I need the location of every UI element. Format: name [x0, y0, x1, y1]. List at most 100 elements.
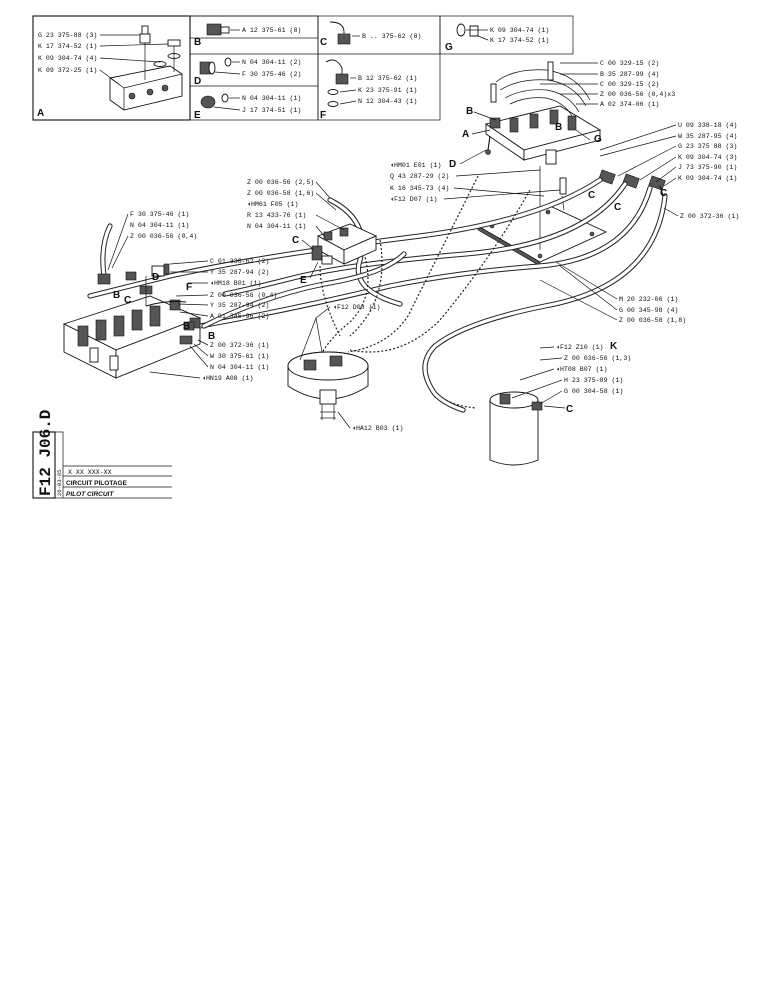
svg-text:N 12 304-43 (1): N 12 304-43 (1): [358, 98, 417, 105]
rotary-joint: [287, 351, 369, 420]
svg-text:F 30 375-46 (1): F 30 375-46 (1): [130, 211, 189, 218]
svg-text:B 35 287-99 (4): B 35 287-99 (4): [600, 71, 659, 78]
svg-text:C: C: [588, 190, 595, 201]
svg-text:◖HT08 B07 (1): ◖HT08 B07 (1): [556, 366, 607, 373]
inset-a-labels: G 23 375-88 (3) K 17 374-52 (1) K 09 304…: [37, 32, 169, 119]
svg-text:G: G: [594, 134, 602, 145]
svg-text:Y 35 287-94 (2): Y 35 287-94 (2): [210, 302, 269, 309]
svg-text:G 00 304-58 (1): G 00 304-58 (1): [564, 388, 623, 395]
svg-text:N 04 304-11 (1): N 04 304-11 (1): [210, 364, 269, 371]
callouts-bottom-right-b: ◖F12 Z10 (1) K Z 00 036-56 (1,3) ◖HT08 B…: [511, 341, 631, 415]
svg-text:◖F12 D08 (1): ◖F12 D08 (1): [333, 304, 380, 311]
svg-text:Z 00 036-56 (0,4): Z 00 036-56 (0,4): [130, 233, 197, 240]
svg-text:Z 00 036-56 (2,5): Z 00 036-56 (2,5): [247, 179, 314, 186]
svg-text:A: A: [37, 108, 44, 119]
svg-text:B: B: [113, 290, 120, 301]
title-en: PILOT CIRCUIT: [66, 491, 114, 498]
svg-text:◖HM18 B01 (1): ◖HM18 B01 (1): [210, 280, 261, 287]
svg-text:C: C: [660, 188, 667, 199]
svg-text:B: B: [555, 122, 562, 133]
inset-d: D N 04 304-11 (2) F 30 375-46 (2): [194, 57, 301, 87]
svg-text:D: D: [194, 76, 201, 87]
svg-text:C: C: [614, 202, 621, 213]
drawing-code: F12 J06.D: [37, 410, 55, 496]
svg-text:D: D: [152, 272, 159, 283]
callouts-bottom-right-a: M 20 232-06 (1) G 00 345-98 (4) Z 00 036…: [539, 261, 686, 324]
svg-text:Z 00 036-56 (0,4)x3: Z 00 036-56 (0,4)x3: [600, 91, 675, 98]
svg-text:F 30 375-46 (2): F 30 375-46 (2): [242, 71, 301, 78]
svg-text:◖HM01 E01 (1): ◖HM01 E01 (1): [390, 162, 441, 169]
svg-text:C: C: [292, 235, 299, 246]
svg-text:Z 00 372-36 (1): Z 00 372-36 (1): [680, 213, 739, 220]
inset-c: C B .. 375-62 (8): [320, 21, 421, 48]
svg-text:W 35 287-95 (4): W 35 287-95 (4): [678, 133, 737, 140]
svg-text:G 23 375-88 (3): G 23 375-88 (3): [38, 32, 97, 39]
svg-text:G: G: [445, 42, 453, 53]
svg-text:Z 00 036-56 (1,3): Z 00 036-56 (1,3): [564, 355, 631, 362]
svg-text:N 04 304-11 (1): N 04 304-11 (1): [247, 223, 306, 230]
svg-text:B .. 375-62 (8): B .. 375-62 (8): [362, 33, 421, 40]
callouts-left-low: Z 00 372-36 (1) W 30 375-61 (1) N 04 304…: [149, 339, 269, 382]
callouts-center-top: Z 00 036-56 (2,5) Z 00 036-58 (1,6) ◖HM6…: [247, 179, 345, 286]
left-fittings: [97, 263, 195, 331]
svg-text:◖HN19 A08 (1): ◖HN19 A08 (1): [202, 375, 253, 382]
svg-text:K 09 304-74 (1): K 09 304-74 (1): [678, 175, 737, 182]
title-fr: CIRCUIT PILOTAGE: [66, 480, 128, 487]
svg-text:F: F: [320, 110, 326, 121]
svg-text:Y 35 287-94 (2): Y 35 287-94 (2): [210, 269, 269, 276]
svg-text:A 01 345-96 (2): A 01 345-96 (2): [210, 313, 269, 320]
svg-text:◖HA12 B03 (1): ◖HA12 B03 (1): [352, 425, 403, 432]
callouts-left-top: F 30 375-46 (1) N 04 304-11 (1) Z 00 036…: [107, 211, 197, 271]
svg-text:M 20 232-06 (1): M 20 232-06 (1): [619, 296, 678, 303]
svg-text:C: C: [124, 295, 131, 306]
callouts-right-fittings: U 09 338-18 (4) W 35 287-95 (4) G 23 375…: [588, 122, 739, 220]
svg-text:C 01 338-62 (2): C 01 338-62 (2): [210, 258, 269, 265]
svg-text:Z 00 372-36 (1): Z 00 372-36 (1): [210, 342, 269, 349]
svg-text:Z 00 036-58 (1,8): Z 00 036-58 (1,8): [619, 317, 686, 324]
svg-text:C: C: [320, 37, 327, 48]
svg-text:E: E: [300, 275, 307, 286]
svg-text:K 16 345-73 (4): K 16 345-73 (4): [390, 185, 449, 192]
date-code: 26-03-85: [56, 470, 63, 496]
svg-text:A 12 375-61 (8): A 12 375-61 (8): [242, 27, 301, 34]
svg-text:K 09 304-74 (1): K 09 304-74 (1): [490, 27, 549, 34]
svg-text:K 17 374-52 (1): K 17 374-52 (1): [38, 43, 97, 50]
svg-text:K: K: [610, 341, 618, 352]
inset-f: F B 12 375-62 (1) K 23 375-91 (1) N 12 3…: [320, 59, 417, 121]
svg-text:K 09 372-25 (1): K 09 372-25 (1): [38, 67, 97, 74]
svg-text:N 04 304-11 (1): N 04 304-11 (1): [242, 95, 301, 102]
inset-b: B A 12 375-61 (8): [194, 23, 301, 48]
center-small-valve: [311, 223, 378, 265]
svg-text:K 09 304-74 (4): K 09 304-74 (4): [38, 55, 97, 62]
svg-text:F: F: [186, 282, 192, 293]
svg-text:K 17 374-52 (1): K 17 374-52 (1): [490, 37, 549, 44]
svg-text:C: C: [566, 404, 573, 415]
tube-cylinder: [489, 391, 543, 466]
svg-text:R 13 433-76 (1): R 13 433-76 (1): [247, 212, 306, 219]
callouts-center-left: ◖HM01 E01 (1) D Q 43 287-29 (2) K 16 345…: [390, 149, 561, 203]
svg-text:H 23 375-89 (1): H 23 375-89 (1): [564, 377, 623, 384]
dashed-hoses: [319, 175, 531, 409]
insets-panel: G 23 375-88 (3) K 17 374-52 (1) K 09 304…: [32, 15, 574, 121]
svg-text:J 17 374-51 (1): J 17 374-51 (1): [242, 107, 301, 114]
svg-text:K 23 375-91 (1): K 23 375-91 (1): [358, 87, 417, 94]
svg-text:D: D: [449, 159, 456, 170]
svg-text:N 04 304-11 (2): N 04 304-11 (2): [242, 59, 301, 66]
inset-g: G K 09 304-74 (1) K 17 374-52 (1): [445, 23, 549, 53]
callouts-top-right-a: C 00 329-15 (2) B 35 287-99 (4) C 00 329…: [462, 60, 675, 145]
callouts-left-mid: C 01 338-62 (2) Y 35 287-94 (2) ◖HM18 B0…: [113, 258, 277, 342]
svg-text:K 09 304-74 (3): K 09 304-74 (3): [678, 154, 737, 161]
left-valve-block: [62, 295, 202, 379]
svg-text:W 30 375-61 (1): W 30 375-61 (1): [210, 353, 269, 360]
svg-text:U 09 338-18 (4): U 09 338-18 (4): [678, 122, 737, 129]
svg-text:B: B: [194, 37, 201, 48]
title-block: F12 J06.D 26-03-85 X XX XXX-XX CIRCUIT P…: [32, 410, 172, 499]
ref-code: X XX XXX-XX: [68, 469, 112, 476]
svg-text:◖F12 Z10 (1): ◖F12 Z10 (1): [556, 344, 603, 351]
svg-text:B: B: [466, 106, 473, 117]
inset-e: E N 04 304-11 (1) J 17 374-51 (1): [194, 93, 301, 121]
svg-text:C 00 329-15 (2): C 00 329-15 (2): [600, 60, 659, 67]
svg-text:A: A: [462, 129, 469, 140]
svg-text:Z 00 036-56 (0,4): Z 00 036-56 (0,4): [210, 292, 277, 299]
